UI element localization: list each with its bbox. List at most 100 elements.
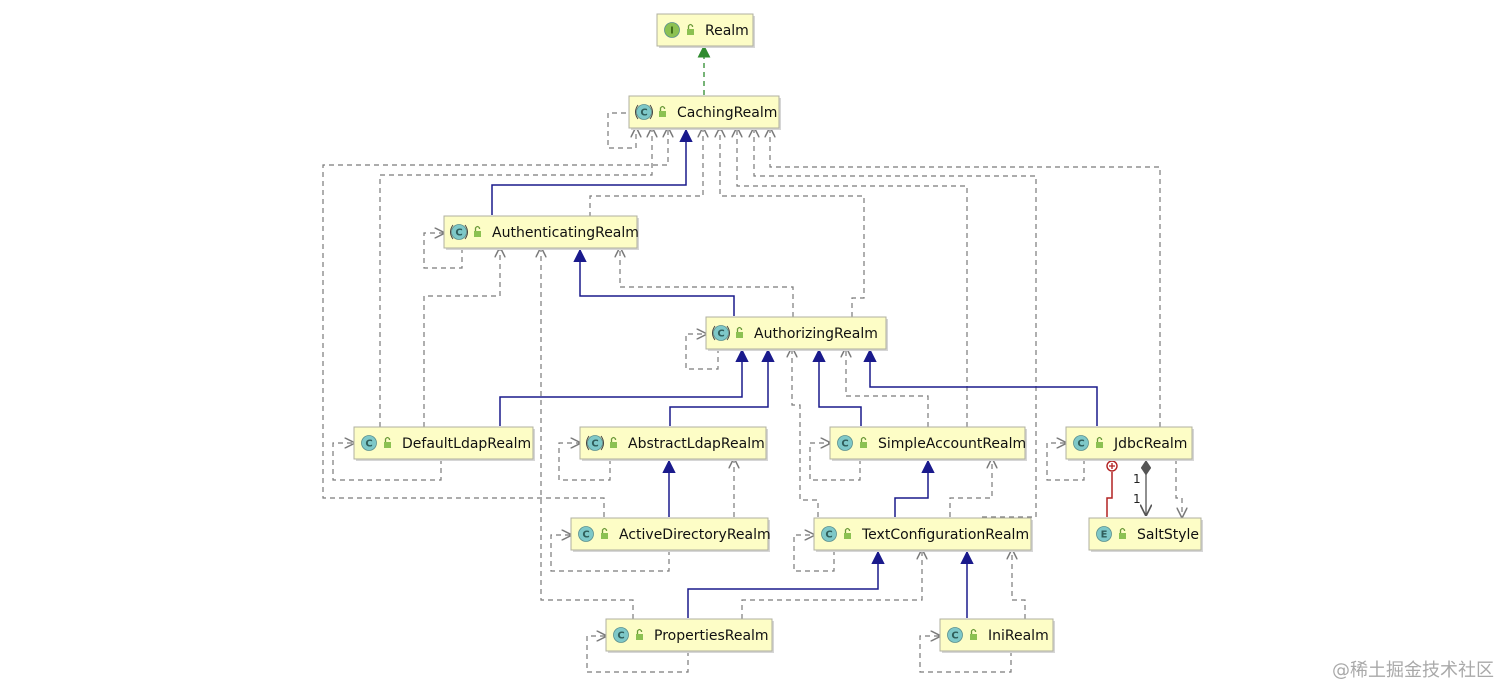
dep-simpleaccount-authorizing [846,348,929,427]
composition-edge: 1 1 [1133,460,1146,515]
watermark: @稀土掘金技术社区 [1332,660,1494,681]
lock-shackle [474,225,481,231]
class-node-authenticating[interactable]: C AuthenticatingRealm [443,215,639,250]
dep-self-simpleaccount [809,443,861,481]
class-name: AuthorizingRealm [754,326,878,342]
inner-class-edge [1106,460,1118,517]
class-badge-icon [361,435,377,451]
badge-letter: C [617,631,624,642]
public-lock-icon [384,442,391,448]
badge-letter: C [717,329,724,340]
badge-letter: C [841,439,848,450]
node-box [353,426,534,460]
dep-textconfig-simpleaccount [949,459,992,517]
badge-letter: E [1101,530,1108,541]
class-node-properties[interactable]: C PropertiesRealm [605,618,774,653]
public-lock-icon [970,634,977,640]
class-node-defaultldap[interactable]: C DefaultLdapRealm [353,426,535,461]
multiplicity-target: 1 [1133,492,1141,506]
class-badge-icon [947,627,963,643]
extends-defaultldap-authorizing [499,348,749,426]
class-name: SaltStyle [1137,527,1199,543]
abstract-marker-icon [712,325,730,341]
enum-badge-icon [1096,526,1112,542]
class-node-abstractldap[interactable]: C AbstractLdapRealm [579,426,768,461]
public-lock-icon [687,29,694,35]
badge-letter: C [825,530,832,541]
dep-properties-textconfig [741,550,922,619]
class-name: CachingRealm [677,105,777,121]
dep-authorizing-authenticating [620,248,794,317]
lock-shackle [384,436,391,442]
class-name: PropertiesRealm [654,628,769,644]
class-name: AbstractLdapRealm [628,436,765,452]
lock-shackle [659,105,666,111]
public-lock-icon [659,111,666,117]
badge-letter: C [365,439,372,450]
abstract-marker-icon [586,435,604,451]
dep-jdbc-saltstyle [1175,459,1182,517]
dependency-edges [322,112,1182,673]
public-lock-icon [736,332,743,338]
lock-shackle [860,436,867,442]
public-lock-icon [860,442,867,448]
inheritance-edges [491,128,1098,618]
class-name: AuthenticatingRealm [492,225,639,241]
class-badge-icon [451,224,467,240]
public-lock-icon [1119,533,1126,539]
public-lock-icon [474,231,481,237]
extends-authenticating-caching [491,128,693,215]
badge-letter: C [455,228,462,239]
dep-self-properties [586,636,689,673]
extends-properties-textconfig [687,550,885,618]
badge-letter: I [670,26,674,37]
class-badge-icon [578,526,594,542]
class-badge-icon [636,104,652,120]
dep-authorizing-caching [720,128,865,317]
class-name: IniRealm [988,628,1049,644]
class-badge-icon [821,526,837,542]
dep-self-textconfig [793,535,835,572]
class-node-ini[interactable]: C IniRealm [939,618,1055,653]
node-box [605,618,773,652]
dep-self-jdbc [1046,443,1085,481]
class-name: DefaultLdapRealm [402,436,531,452]
inner-saltstyle-jdbc [1106,472,1113,517]
lock-shackle [610,436,617,442]
class-badge-icon [713,325,729,341]
extends-simpleaccount-authorizing [812,348,862,426]
class-name: ActiveDirectoryRealm [619,527,771,543]
class-node-saltstyle[interactable]: E SaltStyle [1088,517,1203,552]
public-lock-icon [610,442,617,448]
dep-properties-authenticating [541,248,634,619]
class-badge-icon [613,627,629,643]
public-lock-icon [844,533,851,539]
dep-textconfig-caching [754,128,1037,518]
dep-defaultldap-caching [379,128,652,427]
dep-self-authenticating [423,233,463,269]
class-badge-icon [837,435,853,451]
badge-letter: C [951,631,958,642]
node-box [628,95,780,129]
lock-shackle [970,628,977,634]
extends-jdbc-authorizing [863,348,1098,426]
dep-self-ini [919,636,1012,673]
dep-self-defaultldap [332,443,442,481]
lock-shackle [687,23,694,29]
class-node-authorizing[interactable]: C AuthorizingRealm [705,316,888,351]
extends-textconfig-simpleaccount [894,459,935,517]
dep-self-authorizing [685,334,719,370]
multiplicity-source: 1 [1133,472,1141,486]
extends-authorizing-authenticating [573,248,735,316]
dep-simpleaccount-caching [737,128,968,427]
dep-activedirectory-caching [322,128,668,517]
badge-letter: C [591,439,598,450]
